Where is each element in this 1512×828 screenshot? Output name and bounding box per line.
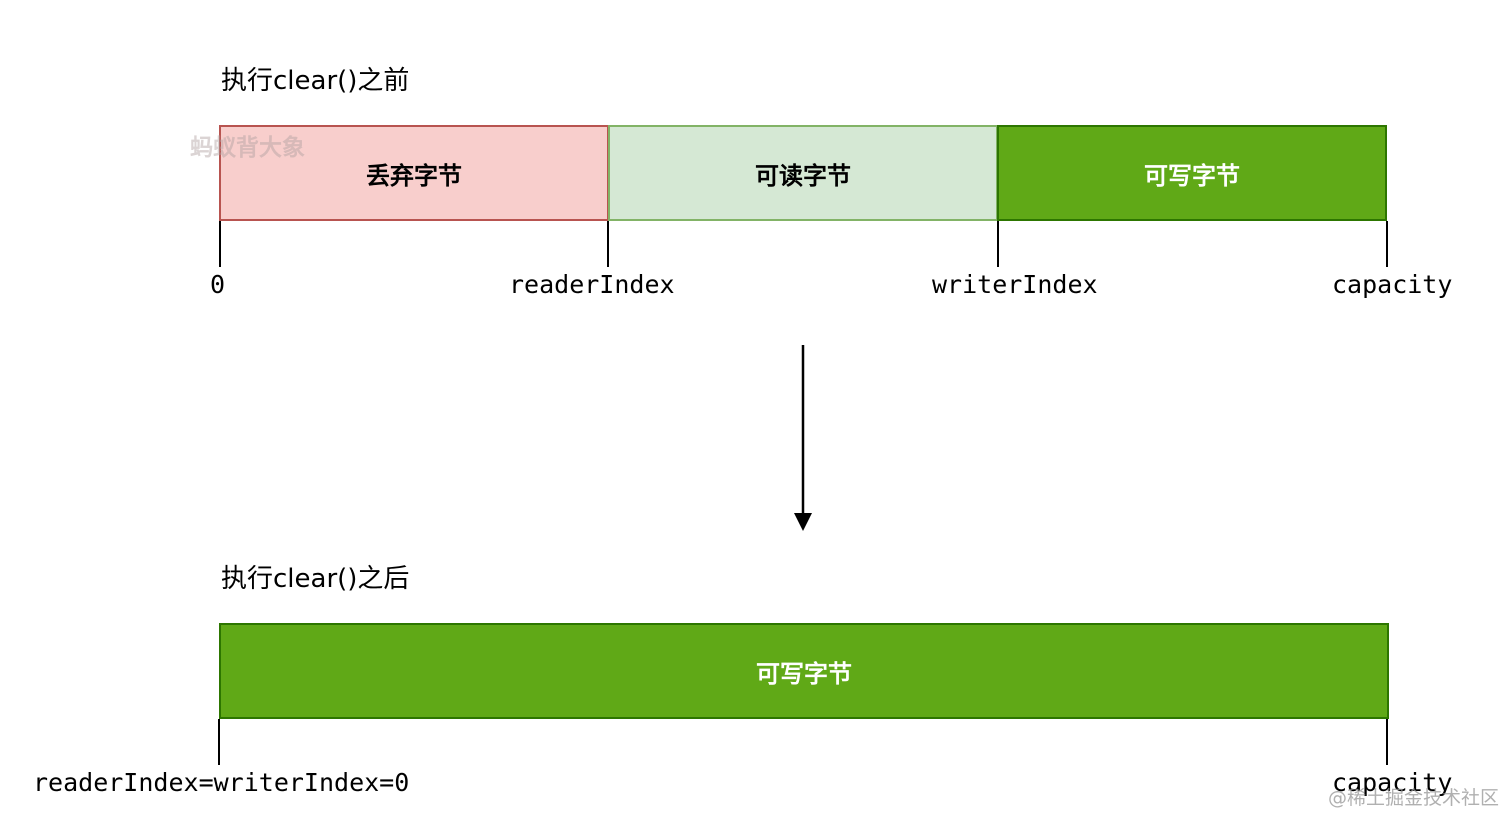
tick-after-capacity	[1386, 719, 1388, 765]
before-buffer-bar: 丢弃字节 可读字节 可写字节	[219, 125, 1389, 221]
discard-bytes-segment: 丢弃字节	[219, 125, 609, 221]
marker-after-indexes: readerIndex=writerIndex=0	[33, 768, 410, 797]
marker-reader-index: readerIndex	[509, 270, 675, 299]
marker-capacity: capacity	[1332, 270, 1453, 299]
tick-capacity	[1386, 221, 1388, 267]
after-writable-bytes-segment: 可写字节	[219, 623, 1389, 719]
tick-writer-index	[997, 221, 999, 267]
writable-bytes-label: 可写字节	[1144, 161, 1240, 190]
tick-after-start	[218, 719, 220, 765]
marker-writer-index: writerIndex	[932, 270, 1098, 299]
marker-after-capacity: capacity	[1332, 768, 1453, 797]
tick-reader-index	[607, 221, 609, 267]
arrow-down-icon	[794, 345, 812, 531]
after-title: 执行clear()之后	[221, 564, 410, 594]
marker-zero: 0	[210, 270, 226, 299]
watermark-top: 蚂蚁背大象	[190, 135, 305, 161]
before-title: 执行clear()之前	[221, 66, 410, 96]
readable-bytes-label: 可读字节	[755, 161, 851, 190]
after-writable-bytes-label: 可写字节	[756, 659, 852, 688]
readable-bytes-segment: 可读字节	[608, 125, 998, 221]
watermark-bottom: @稀土掘金技术社区	[1328, 787, 1500, 809]
discard-bytes-label: 丢弃字节	[366, 161, 462, 190]
tick-zero	[219, 221, 221, 267]
writable-bytes-segment: 可写字节	[997, 125, 1387, 221]
